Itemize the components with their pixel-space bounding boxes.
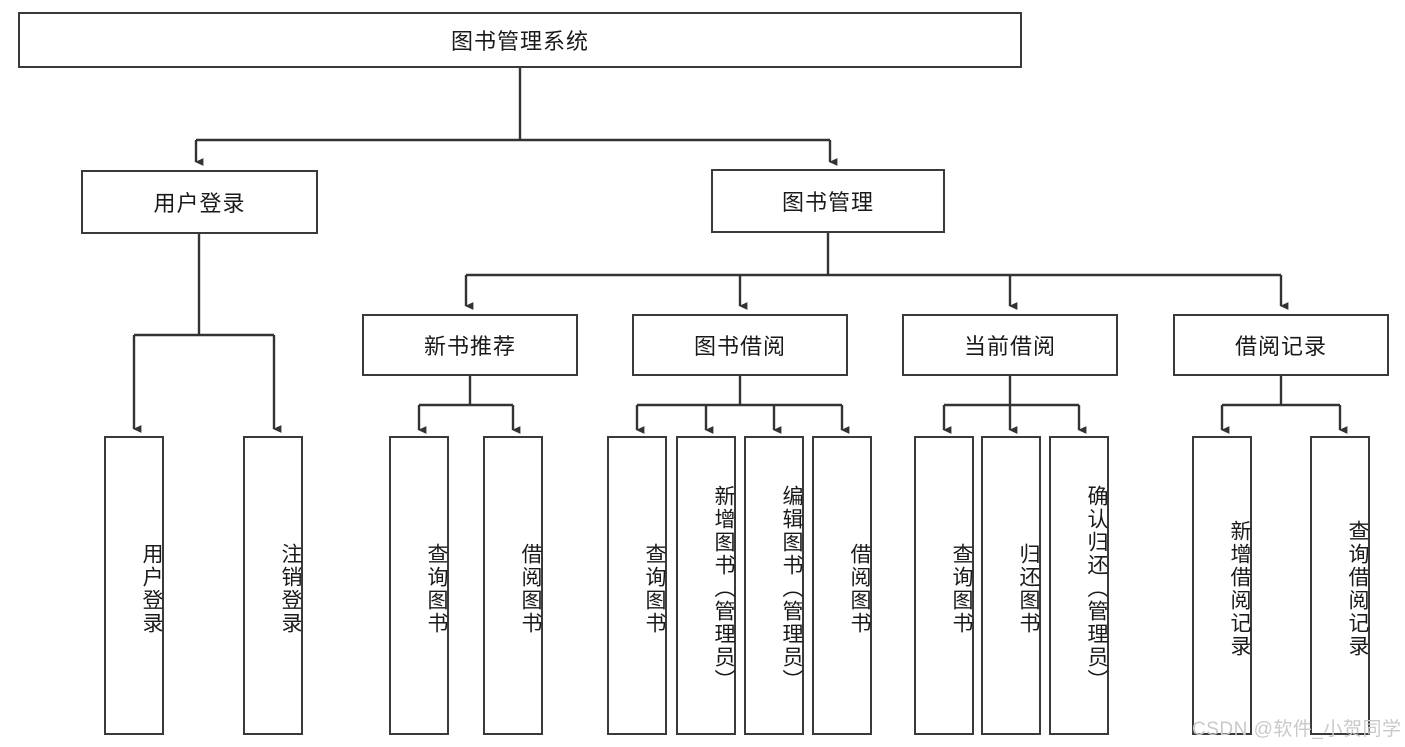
- node-book-management[interactable]: 图书管理: [711, 169, 945, 233]
- leaf-user-login-signin[interactable]: 用户登录: [104, 436, 164, 735]
- leaf-borrow-borrow-book[interactable]: 借阅图书: [812, 436, 872, 735]
- node-label: 归还图书: [1017, 542, 1040, 635]
- leaf-recommend-borrow-book[interactable]: 借阅图书: [483, 436, 543, 735]
- leaf-borrow-add-book-admin[interactable]: 新增图书（管理员）: [676, 436, 736, 735]
- node-label: 查询图书: [425, 542, 448, 635]
- leaf-borrow-edit-book-admin[interactable]: 编辑图书（管理员）: [744, 436, 804, 735]
- node-label: 图书管理系统: [450, 29, 589, 54]
- node-label: 查询图书: [950, 542, 973, 635]
- node-user-login[interactable]: 用户登录: [81, 170, 318, 234]
- node-label: 注销登录: [279, 542, 302, 635]
- leaf-record-query-borrow-record[interactable]: 查询借阅记录: [1310, 436, 1370, 735]
- csdn-watermark: CSDN @软件_小贺同学: [1192, 719, 1402, 740]
- node-label: 图书借阅: [693, 334, 786, 359]
- node-label: 查询借阅记录: [1346, 519, 1369, 658]
- node-label: 用户登录: [140, 542, 163, 635]
- leaf-current-return-book[interactable]: 归还图书: [981, 436, 1041, 735]
- node-borrow-record[interactable]: 借阅记录: [1173, 314, 1389, 376]
- leaf-current-query-book[interactable]: 查询图书: [914, 436, 974, 735]
- node-current-borrow[interactable]: 当前借阅: [902, 314, 1118, 376]
- node-label: 编辑图书（管理员）: [780, 485, 803, 692]
- node-label: 查询图书: [643, 542, 666, 635]
- node-label: 借阅记录: [1234, 334, 1327, 359]
- node-label: 图书管理: [781, 190, 874, 215]
- node-label: 借阅图书: [519, 542, 542, 635]
- node-label: 借阅图书: [848, 542, 871, 635]
- node-label: 用户登录: [153, 191, 246, 216]
- node-label: 当前借阅: [963, 334, 1056, 359]
- leaf-borrow-query-book[interactable]: 查询图书: [607, 436, 667, 735]
- leaf-recommend-query-book[interactable]: 查询图书: [389, 436, 449, 735]
- leaf-current-confirm-return-admin[interactable]: 确认归还（管理员）: [1049, 436, 1109, 735]
- node-book-borrow[interactable]: 图书借阅: [632, 314, 848, 376]
- node-label: 新书推荐: [423, 334, 516, 359]
- node-label: 新增图书（管理员）: [712, 485, 735, 692]
- leaf-record-add-borrow-record[interactable]: 新增借阅记录: [1192, 436, 1252, 735]
- node-root-book-management-system[interactable]: 图书管理系统: [18, 12, 1022, 68]
- node-new-book-recommend[interactable]: 新书推荐: [362, 314, 578, 376]
- node-label: 新增借阅记录: [1228, 519, 1251, 658]
- node-label: 确认归还（管理员）: [1085, 485, 1108, 692]
- leaf-user-login-signout[interactable]: 注销登录: [243, 436, 303, 735]
